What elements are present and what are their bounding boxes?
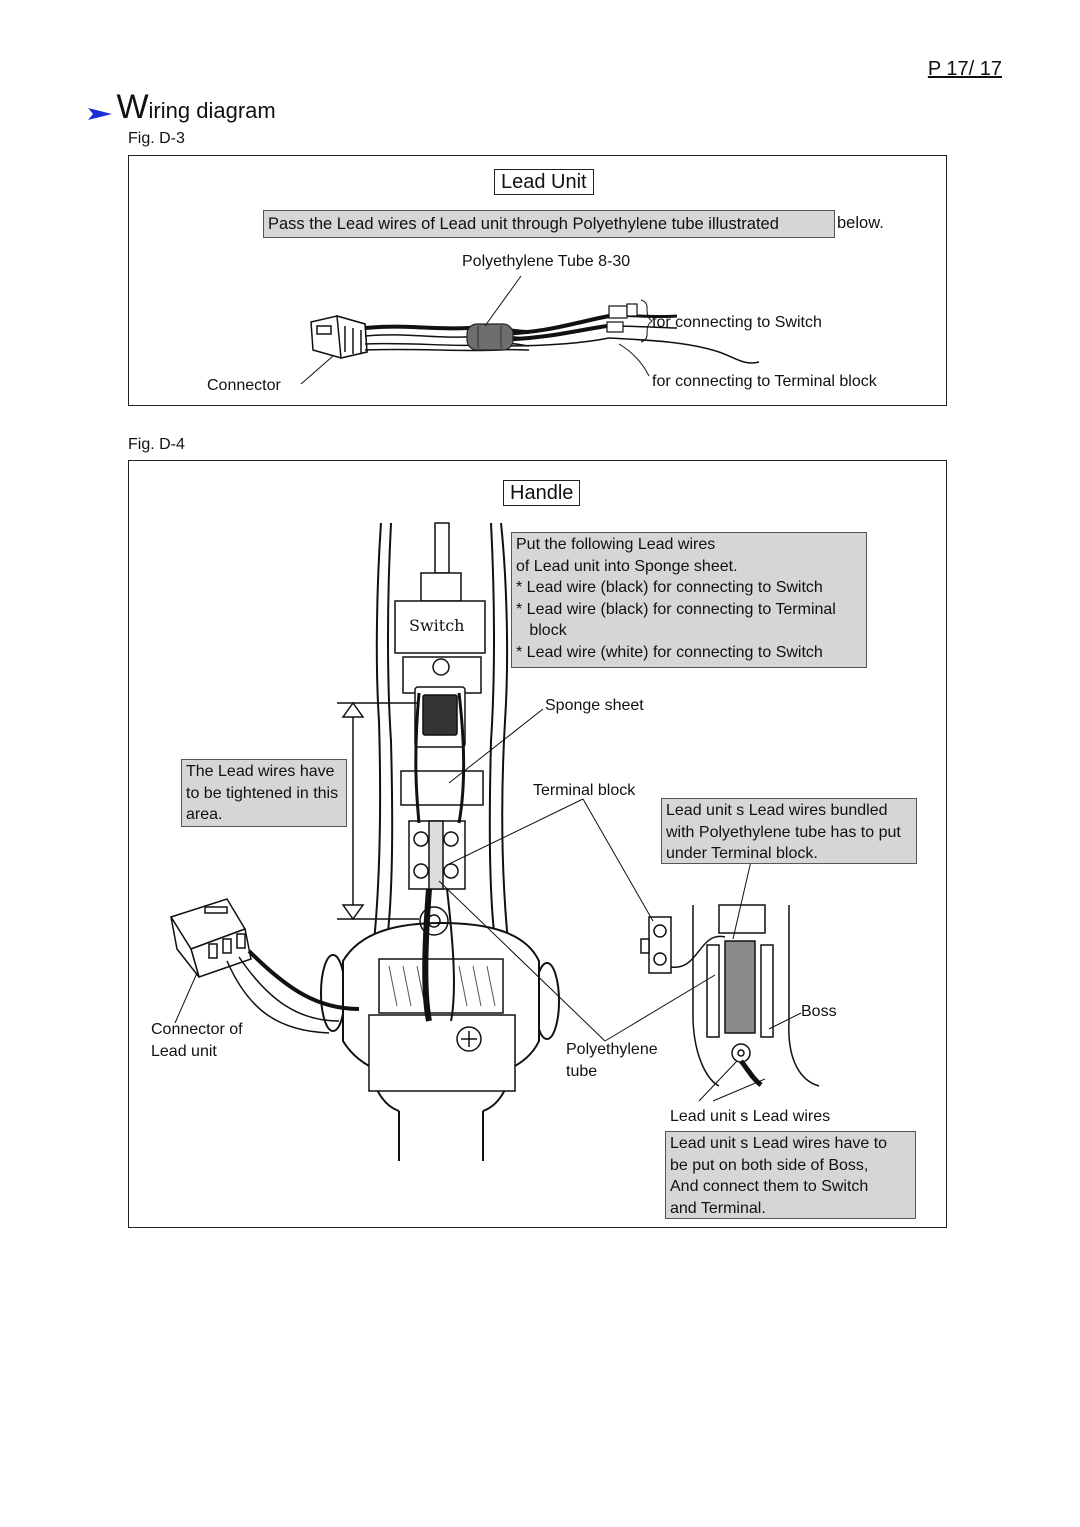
sponge-sheet-icon [400,770,484,806]
switch-terminal-tips-icon [606,303,638,333]
callout-leaders [300,275,653,385]
terminal-block-callout: Terminal block [533,782,636,799]
lead-wires [364,313,760,364]
fig-d4-label: Fig. D-4 [128,436,185,453]
connector-of-lead-unit-icon [169,898,252,978]
switch-text: Switch [409,616,464,635]
tube-callout: Polyethylene Tube 8-30 [462,253,631,270]
boss-note: Lead unit s Lead wires have to be put on… [665,1131,916,1219]
sponge-instruction-note: Put the following Lead wires of Lead uni… [511,532,867,668]
tube-callout-1: Polyethylene [566,1041,658,1058]
lead-wires-callout: Lead unit s Lead wires [670,1108,831,1125]
detail-inset [692,904,820,1087]
tighten-area-note: The Lead wires have to be tightened in t… [181,759,347,827]
inset-terminal-icon [640,916,672,974]
instruction-tail: below. [837,214,884,232]
handle-title: Handle [503,480,581,506]
sponge-callout: Sponge sheet [545,697,644,714]
d4-callout-leaders [174,708,802,1102]
connector-of-lead-callout-1: Connector of [151,1021,243,1038]
inset-wires [670,935,763,1087]
inner-cavity [368,958,516,1092]
connector-wires [226,949,360,1034]
fig-d3-panel: Lead Unit Pass the Lead wires of Lead un… [128,155,947,406]
switch-callout: for connecting to Switch [652,314,822,331]
boss-callout: Boss [801,1003,837,1020]
title-initial: W [116,88,149,126]
connector-callout: Connector [207,377,281,394]
tube-callout-2: tube [566,1063,598,1080]
handle-illustration: Switch [169,522,820,1161]
terminal-block-icon [408,820,466,890]
lead-unit-title: Lead Unit [494,169,594,195]
dimension-arrow-icon [337,701,419,921]
handle-wires [414,692,466,1022]
instruction-note: Pass the Lead wires of Lead unit through… [263,210,835,238]
polyethylene-tube-icon [466,323,514,351]
section-title: Wiring diagram [88,88,276,127]
fig-d4-panel: Handle [128,460,947,1228]
page-number: P 17/ 17 [927,58,1002,80]
switch-icon [394,522,486,694]
trigger-icon [414,686,466,748]
screw-icon [456,1026,482,1052]
bundle-note: Lead unit s Lead wires bundled with Poly… [661,798,917,864]
connector-icon [310,314,368,359]
title-text: iring diagram [148,98,276,123]
lead-unit-illustration [300,275,760,385]
terminal-callout: for connecting to Terminal block [652,373,877,390]
connector-of-lead-callout-2: Lead unit [151,1043,217,1060]
right-triangle-arrow-icon [88,107,112,120]
fig-d3-label: Fig. D-3 [128,130,185,147]
